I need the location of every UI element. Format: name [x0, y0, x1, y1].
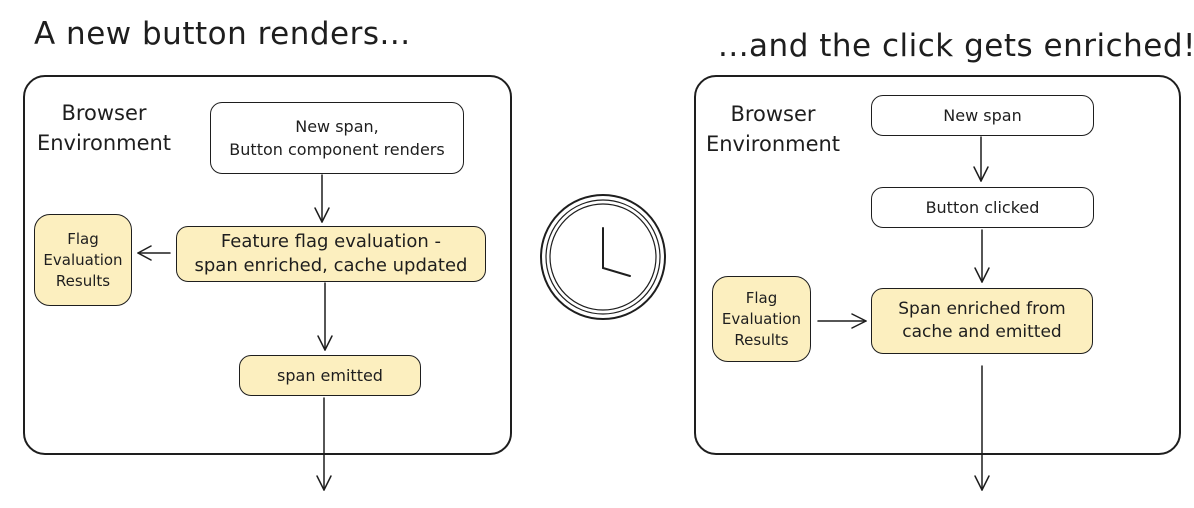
- left-environment-label: Browser Environment: [36, 101, 172, 155]
- right-button-clicked-node: Button clicked: [871, 187, 1094, 228]
- right-environment-label: Browser Environment: [705, 102, 841, 156]
- right-flag-evaluation-results-node: Flag Evaluation Results: [712, 276, 811, 362]
- left-arrow-emitted-out: [316, 397, 332, 491]
- left-span-emitted-node: span emitted: [239, 355, 421, 396]
- right-browser-environment-panel: [694, 75, 1181, 455]
- left-arrow-evaluation-to-results: [137, 245, 171, 261]
- left-arrow-evaluation-to-emitted: [317, 282, 333, 351]
- right-span-enriched-node: Span enriched from cache and emitted: [871, 288, 1093, 354]
- left-new-span-node: New span, Button component renders: [210, 102, 464, 174]
- left-flag-evaluation-results-node: Flag Evaluation Results: [34, 214, 132, 306]
- left-title: A new button renders...: [34, 16, 411, 52]
- right-title: ...and the click gets enriched!: [718, 28, 1194, 64]
- right-arrow-newspan-to-clicked: [973, 136, 989, 182]
- right-arrow-clicked-to-enriched: [974, 229, 990, 283]
- right-new-span-node: New span: [871, 95, 1094, 136]
- left-arrow-newspan-to-evaluation: [314, 174, 330, 223]
- right-arrow-enriched-out: [974, 365, 990, 491]
- right-arrow-results-to-enriched: [817, 313, 867, 329]
- clock-icon: [540, 194, 666, 320]
- left-feature-flag-evaluation-node: Feature flag evaluation - span enriched,…: [176, 226, 486, 282]
